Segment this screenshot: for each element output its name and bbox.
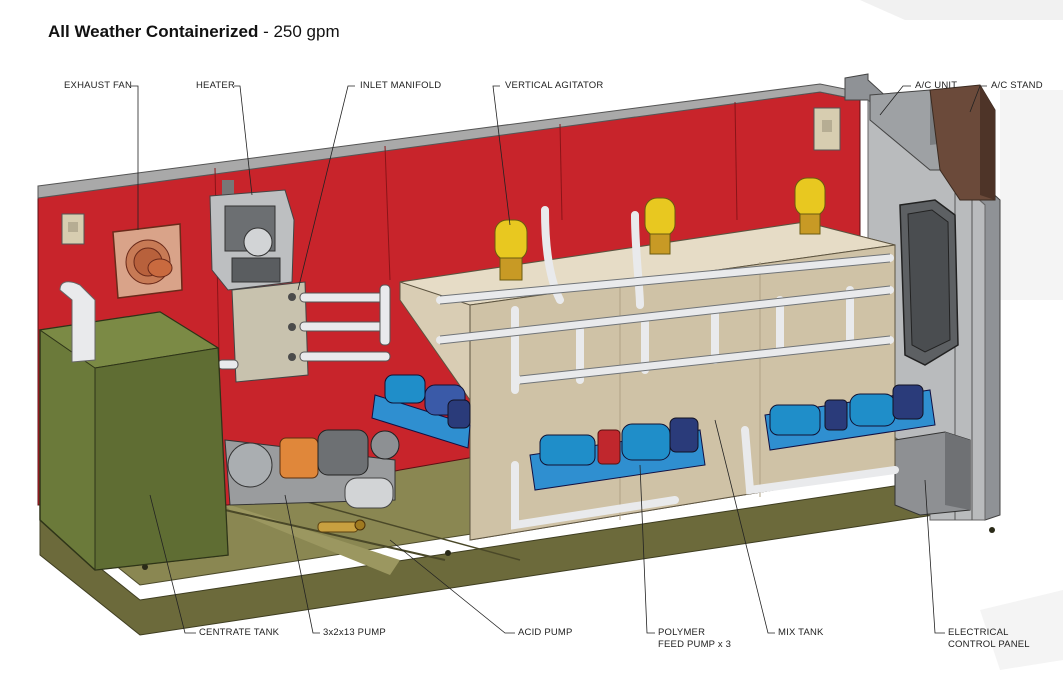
- label-electrical-control-panel-line1: ELECTRICAL: [948, 627, 1009, 638]
- title-main: All Weather Containerized: [48, 22, 259, 41]
- polymer-feed-pump: [764, 384, 936, 451]
- label-inlet-manifold: INLET MANIFOLD: [360, 80, 442, 91]
- ac-stand: [929, 84, 996, 201]
- label-ac-unit: A/C UNIT: [915, 80, 958, 91]
- vertical-agitator: [494, 177, 826, 281]
- label-polymer-feed-pump-line2: FEED PUMP x 3: [658, 639, 732, 650]
- centrate-tank: [38, 281, 229, 571]
- label-exhaust-fan: EXHAUST FAN: [64, 80, 133, 91]
- label-heater: HEATER: [196, 80, 236, 91]
- label-acid-pump: ACID PUMP: [518, 627, 573, 638]
- watermark-shape: [1000, 90, 1063, 300]
- polymer-feed-pump: [529, 417, 706, 491]
- label-polymer-feed-pump-line1: POLYMER: [658, 627, 706, 638]
- title-sub: - 250 gpm: [258, 22, 340, 41]
- electrical-control-panel: [894, 199, 971, 516]
- watermark-shape: [860, 0, 1063, 20]
- inlet-manifold: [217, 281, 391, 383]
- label-centrate-tank: CENTRATE TANK: [199, 627, 280, 638]
- acid-pump: [317, 519, 366, 533]
- watermark-shape: [980, 590, 1063, 670]
- page-title: All Weather Containerized - 250 gpm: [48, 22, 340, 42]
- polymer-feed-pump: [371, 374, 471, 449]
- heater: [209, 180, 295, 291]
- pump-3x2x13: [224, 429, 400, 509]
- label-ac-stand: A/C STAND: [991, 80, 1043, 91]
- label-vertical-agitator: VERTICAL AGITATOR: [505, 80, 604, 91]
- label-mix-tank: MIX TANK: [778, 627, 824, 638]
- pipework: [436, 206, 894, 394]
- label-electrical-control-panel-line2: CONTROL PANEL: [948, 639, 1030, 650]
- pipework-outline: [439, 253, 891, 385]
- label-3x2x13-pump: 3x2x13 PUMP: [323, 627, 386, 638]
- leader-lines: [131, 85, 987, 634]
- polymer-pipework: [511, 426, 899, 530]
- exhaust-fan: [112, 223, 183, 299]
